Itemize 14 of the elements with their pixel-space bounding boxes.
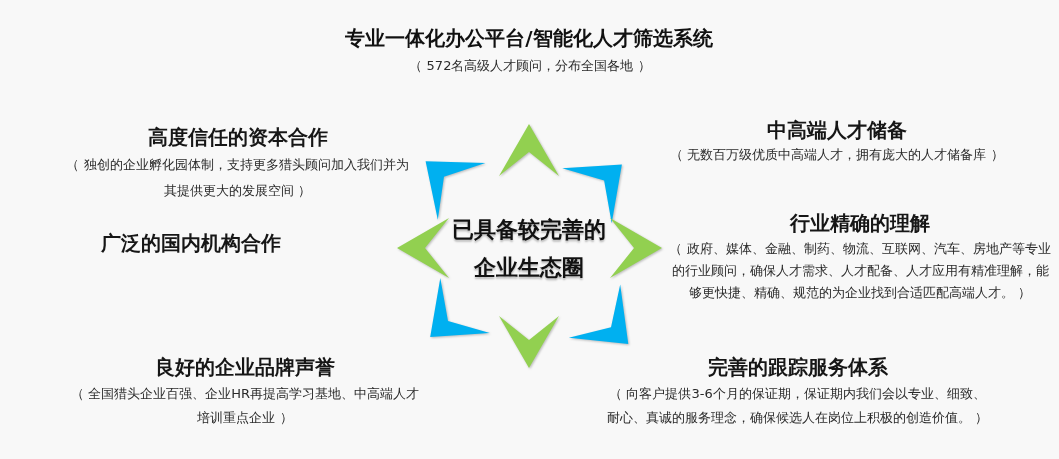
section-heading: 行业精确的理解 [790, 211, 930, 235]
section-heading: 高度信任的资本合作 [147, 125, 328, 149]
section-description: （ 向客户提供3-6个月的保证期，保证期内我们会以专业、细致、耐心、真诚的服务理念，确保候选人在岗位上积极的创造价值。 ） [606, 386, 989, 425]
subtitle: （ 572名高级人才顾问，分布全国各地 ） [409, 58, 651, 73]
section-heading: 良好的企业品牌声誉 [155, 355, 335, 379]
section-description: （ 独创的企业孵化园体制，支持更多猎头顾问加入我们并为其提供更大的发展空间 ） [66, 157, 409, 198]
section-heading: 完善的跟踪服务体系 [707, 355, 888, 379]
center-title: 已具备较完善的企业生态圈 [452, 217, 606, 280]
section-description: （ 政府、媒体、金融、制药、物流、互联网、汽车、房地产等专业的行业顾问，确保人才需求、人才配备、人才应用有精准理解，能够更快捷、精确、规范的为企业找到合适匹配高端人才。 ） [669, 241, 1051, 300]
section-description: （ 无数百万级优质中高端人才，拥有庞大的人才储备库 ） [670, 147, 1004, 162]
title: 专业一体化办公平台/智能化人才筛选系统 [345, 26, 713, 50]
section-heading: 中高端人才储备 [767, 118, 907, 142]
section-heading: 广泛的国内机构合作 [101, 231, 281, 255]
section-description: （ 全国猎头企业百强、企业HR再提高学习基地、中高端人才培训重点企业 ） [71, 386, 419, 425]
